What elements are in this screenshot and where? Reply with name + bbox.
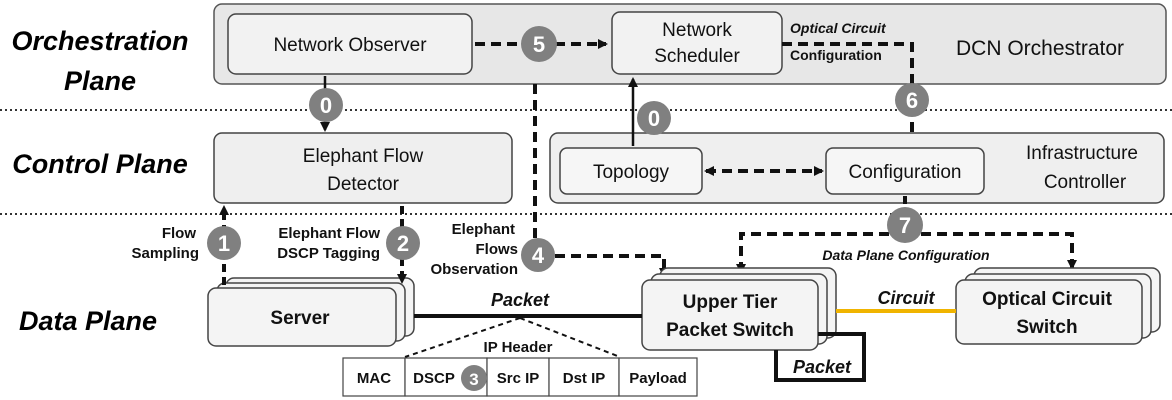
step-marker-5: 5 [521, 26, 557, 62]
optical-circuit-config-label-line1: Optical Circuit [790, 20, 887, 36]
header-field-mac: MAC [357, 370, 391, 387]
elephant-flow-detector-label-line2: Detector [327, 174, 399, 195]
ip-header-left-line [404, 317, 521, 358]
server-box [207, 287, 397, 347]
svg-text:7: 7 [899, 213, 911, 238]
step-marker-3: 3 [461, 365, 487, 391]
flow-sampling-label-line1: Flow [162, 225, 196, 242]
flows-observation-label-line1: Elephant [452, 221, 515, 238]
packet-label-top: Packet [491, 290, 550, 310]
optical-circuit-config-label-line2: Configuration [790, 47, 882, 63]
packet-loop-link [774, 332, 866, 382]
configuration-box [825, 147, 985, 195]
server-label: Server [270, 308, 330, 329]
svg-text:3: 3 [469, 370, 478, 389]
step-marker-2: 2 [386, 226, 420, 260]
flow-sampling-label-line2: Sampling [131, 245, 199, 262]
circuit-label: Circuit [877, 288, 935, 308]
orchestration-plane-label-line1: Orchestration [11, 26, 188, 56]
svg-text:1: 1 [218, 231, 230, 256]
header-field-dstip: Dst IP [563, 370, 606, 387]
svg-text:2: 2 [397, 231, 409, 256]
header-cell-mac [342, 357, 406, 397]
header-cell-payload [618, 357, 698, 397]
svg-text:6: 6 [906, 88, 918, 113]
arrow-to-optical-switch [905, 232, 1077, 270]
control-plane-label: Control Plane [12, 149, 188, 179]
elephant-flow-detector-label-line1: Elephant Flow [303, 146, 424, 167]
svg-text:4: 4 [532, 243, 545, 268]
step-marker-4: 4 [521, 238, 555, 272]
dscp-tagging-label-line1: Elephant Flow [278, 225, 380, 242]
ip-header-table: MAC DSCP Src IP Dst IP Payload [342, 357, 698, 397]
orchestration-plane-label-line2: Plane [64, 66, 136, 96]
header-cell-srcip [486, 357, 550, 397]
step-marker-0-topology: 0 [637, 101, 671, 135]
svg-text:5: 5 [533, 32, 545, 57]
svg-text:0: 0 [320, 93, 332, 118]
network-observer-box [227, 13, 473, 75]
infrastructure-controller-label-line1: Infrastructure [1026, 143, 1138, 164]
flows-observation-label-line2: Flows [475, 241, 518, 258]
arrow-flows-observation [533, 84, 669, 278]
topology-box [559, 147, 703, 195]
topology-label: Topology [593, 162, 670, 183]
ip-header-label: IP Header [484, 339, 553, 356]
dcn-orchestrator-label: DCN Orchestrator [956, 37, 1124, 60]
arrow-to-upper-tier-switch [736, 232, 905, 274]
step-marker-7: 7 [887, 207, 923, 243]
step-marker-0-observer: 0 [309, 88, 343, 122]
header-field-dscp: DSCP [413, 370, 455, 387]
network-scheduler-label-line1: Network [662, 20, 732, 41]
optical-circuit-switch-label-line2: Switch [1016, 317, 1077, 338]
infrastructure-controller-label-line2: Controller [1044, 172, 1127, 193]
elephant-flow-detector-box [213, 132, 513, 204]
configuration-label: Configuration [848, 162, 961, 183]
data-plane-configuration-label: Data Plane Configuration [822, 247, 989, 263]
dscp-tagging-label-line2: DSCP Tagging [277, 245, 380, 262]
network-scheduler-label-line2: Scheduler [654, 46, 740, 67]
header-cell-dstip [548, 357, 620, 397]
header-field-payload: Payload [629, 370, 687, 387]
header-field-srcip: Src IP [497, 370, 540, 387]
network-observer-label: Network Observer [273, 35, 427, 56]
optical-circuit-switch-label-line1: Optical Circuit [982, 289, 1113, 310]
step-marker-6: 6 [895, 83, 929, 117]
step-marker-1: 1 [207, 226, 241, 260]
upper-tier-switch-label-line2: Packet Switch [666, 320, 794, 341]
data-plane-label: Data Plane [19, 306, 157, 336]
flows-observation-label-line3: Observation [430, 261, 518, 278]
svg-text:0: 0 [648, 106, 660, 131]
packet-label-bottom: Packet [793, 357, 852, 377]
upper-tier-switch-label-line1: Upper Tier [683, 292, 778, 313]
